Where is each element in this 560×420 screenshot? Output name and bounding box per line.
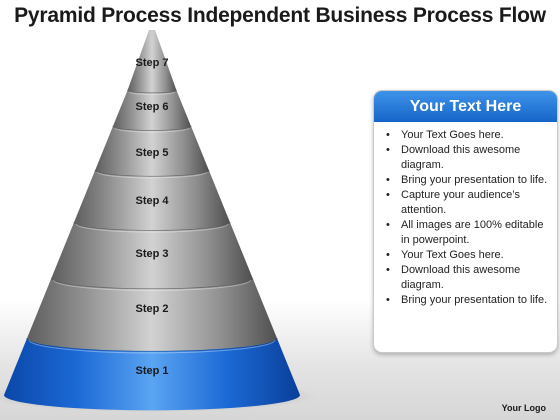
cone-layer-4	[74, 170, 230, 231]
step-label: Step 1	[135, 365, 168, 377]
cone-layer-6	[113, 90, 191, 131]
logo-placeholder: Your Logo	[501, 403, 546, 413]
step-label: Step 2	[135, 303, 168, 315]
cone-layer-highlight	[114, 127, 190, 133]
bullet-item: Bring your presentation to life.	[386, 293, 549, 308]
cone-layer-highlight	[28, 339, 276, 354]
bullet-item: Capture your audience’s attention.	[386, 188, 549, 218]
cone-layer-7	[127, 30, 177, 93]
page-title: Pyramid Process Independent Business Pro…	[14, 4, 546, 27]
step-label: Step 5	[135, 147, 168, 159]
bullet-item: Your Text Goes here.	[386, 248, 549, 263]
bullet-item: Bring your presentation to life.	[386, 173, 549, 188]
cone-layer-2	[27, 278, 277, 351]
step-label: Step 7	[135, 57, 168, 69]
cone-layer-highlight	[75, 223, 229, 233]
bullet-item: All images are 100% editable in powerpoi…	[386, 218, 549, 248]
cone-layer-highlight	[96, 171, 208, 179]
cone-layer-highlight	[52, 279, 252, 291]
bullet-item: Your Text Goes here.	[386, 128, 549, 143]
step-label: Step 6	[135, 101, 168, 113]
step-label: Step 3	[135, 248, 168, 260]
bullet-item: Download this awesome diagram.	[386, 263, 549, 293]
cone-layer-5	[95, 126, 209, 176]
step-label: Step 4	[135, 195, 169, 207]
cone-layer-1	[4, 338, 300, 411]
cone-layer-3	[51, 222, 253, 289]
text-callout-box: Your Text Here Your Text Goes here.Downl…	[373, 90, 558, 353]
bullet-list: Your Text Goes here.Download this awesom…	[374, 122, 557, 308]
cone-layer-highlight	[129, 91, 175, 96]
text-callout-header: Your Text Here	[374, 91, 557, 122]
bullet-item: Download this awesome diagram.	[386, 143, 549, 173]
